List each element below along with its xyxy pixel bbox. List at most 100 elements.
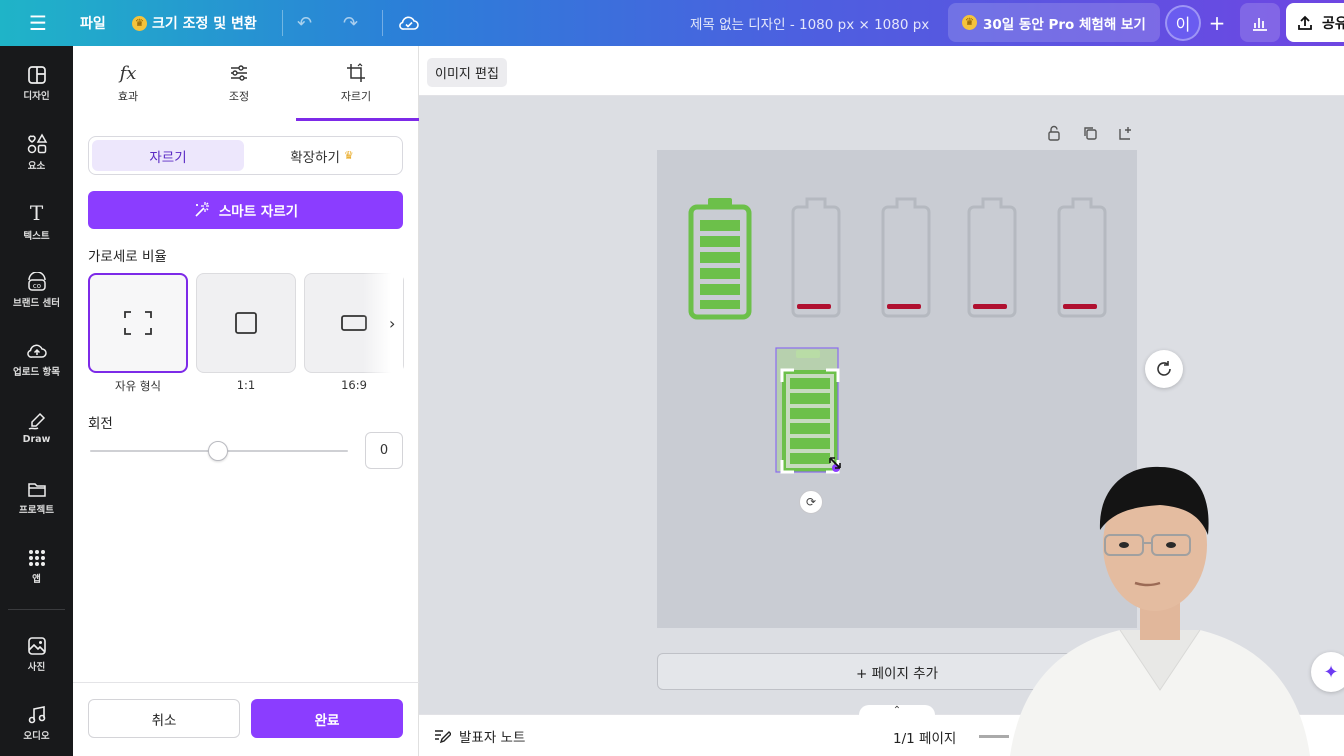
lock-icon[interactable] [1043, 122, 1065, 144]
rail-item-photos[interactable]: 사진 [0, 623, 73, 685]
redo-icon[interactable]: ↷ [343, 12, 359, 34]
tab-label: 자르기 [340, 90, 372, 103]
divider [382, 10, 383, 36]
notes-label: 발표자 노트 [459, 730, 526, 746]
divider [73, 682, 419, 683]
zoom-slider[interactable] [979, 735, 1009, 738]
rail-item-label: 업로드 항목 [12, 366, 60, 378]
rotate-handle-icon[interactable]: ⟳ [799, 490, 823, 514]
crop-panel: fx 효과 조정 자르기 자르기 확장하기 ♛ 스마트 자르기 가로세로 비율 [73, 46, 419, 756]
cloud-upload-icon [26, 344, 47, 358]
crop-mode-button[interactable]: 자르기 [92, 140, 244, 171]
text-icon: T [29, 200, 44, 225]
divider [8, 609, 65, 610]
fx-icon: fx [119, 62, 137, 84]
expand-mode-button[interactable]: 확장하기 ♛ [246, 140, 398, 171]
add-page-icon[interactable] [1115, 122, 1137, 144]
ratio-label: 1:1 [236, 378, 256, 392]
pro-trial-label: 30일 동안 Pro 체험해 보기 [983, 16, 1146, 33]
panel-tabs: fx 효과 조정 자르기 [73, 46, 419, 122]
crop-icon [346, 62, 366, 84]
insights-chart-icon[interactable] [1240, 3, 1280, 42]
rail-item-text[interactable]: T 텍스트 [0, 190, 73, 252]
cloud-saved-icon[interactable] [398, 0, 420, 46]
chevron-up-icon[interactable]: ⌃ [859, 705, 935, 719]
magic-sparkle-icon[interactable]: ✦ [1311, 652, 1344, 692]
pro-trial-button[interactable]: ♛ 30일 동안 Pro 체험해 보기 [948, 3, 1160, 42]
resize-menu-label: 크기 조정 및 변환 [152, 16, 257, 32]
menu-icon[interactable]: ☰ [29, 11, 47, 35]
rail-item-label: 디자인 [23, 90, 50, 102]
divider [282, 10, 283, 36]
share-label: 공유 [1322, 15, 1344, 32]
rotate-value-input[interactable]: 0 [365, 432, 403, 469]
rotate-title: 회전 [88, 416, 113, 432]
chevron-right-icon[interactable]: › [389, 314, 396, 333]
battery-empty-icon[interactable] [1057, 197, 1107, 318]
battery-cropping-image[interactable] [775, 347, 841, 474]
page-count[interactable]: 1/1 페이지 [893, 731, 957, 747]
magic-wand-icon [195, 202, 209, 217]
rail-item-apps[interactable]: 앱 [0, 535, 73, 597]
rail-item-uploads[interactable]: 업로드 항목 [0, 328, 73, 390]
presenter-webcam [1000, 455, 1320, 756]
upload-icon [1298, 15, 1312, 30]
sliders-icon [229, 62, 249, 84]
context-toolbar: 이미지 편집 [419, 46, 1344, 96]
tab-adjust[interactable]: 조정 [184, 46, 294, 120]
freeform-crop-icon [124, 311, 152, 335]
rail-item-label: Draw [22, 434, 51, 445]
editor-area: 이미지 편집 [419, 46, 1344, 756]
resize-menu[interactable]: ♛ 크기 조정 및 변환 [132, 0, 257, 46]
top-bar: ☰ 파일 ♛ 크기 조정 및 변환 ↶ ↷ 제목 없는 디자인 - 1080 p… [0, 0, 1344, 46]
rail-item-audio[interactable]: 오디오 [0, 692, 73, 754]
ratio-1-1[interactable] [196, 273, 296, 373]
add-collaborator-icon[interactable]: + [1208, 11, 1226, 35]
page-tools [1043, 122, 1137, 144]
tab-effects[interactable]: fx 효과 [73, 46, 183, 120]
rail-item-draw[interactable]: Draw [0, 397, 73, 459]
rail-item-elements[interactable]: 요소 [0, 121, 73, 183]
avatar[interactable]: 이 [1165, 5, 1201, 41]
design-page[interactable] [657, 150, 1137, 628]
left-rail: 디자인 요소 T 텍스트 co 브랜드 센터 업로드 항목 Draw 프로젝트 … [0, 46, 73, 756]
share-button[interactable]: 공유 [1286, 3, 1344, 42]
shapes-icon [27, 132, 47, 153]
done-button[interactable]: 완료 [251, 699, 403, 738]
document-title[interactable]: 제목 없는 디자인 - 1080 px × 1080 px [690, 17, 930, 33]
rail-item-projects[interactable]: 프로젝트 [0, 466, 73, 528]
duplicate-icon[interactable] [1079, 122, 1101, 144]
battery-artwork [688, 197, 1107, 474]
comment-refresh-icon[interactable] [1145, 350, 1183, 388]
svg-text:co: co [32, 282, 40, 290]
rail-item-label: 프로젝트 [19, 504, 54, 516]
battery-empty-icon[interactable] [791, 197, 841, 318]
rotate-slider-thumb[interactable] [208, 441, 228, 461]
tab-crop[interactable]: 자르기 [301, 46, 411, 120]
presenter-notes-button[interactable]: 발표자 노트 [433, 726, 525, 746]
crown-icon: ♛ [962, 15, 977, 30]
edit-image-button[interactable]: 이미지 편집 [427, 58, 507, 87]
brand-icon: co [27, 271, 46, 291]
smart-crop-button[interactable]: 스마트 자르기 [88, 191, 403, 229]
music-note-icon [28, 705, 45, 723]
crown-icon: ♛ [132, 15, 147, 31]
ratio-label: 자유 형식 [115, 379, 161, 393]
rail-item-brand[interactable]: co 브랜드 센터 [0, 259, 73, 321]
layout-icon [27, 65, 46, 84]
rail-item-label: 브랜드 센터 [12, 297, 60, 309]
battery-empty-icon[interactable] [881, 197, 931, 318]
crown-icon: ♛ [343, 149, 354, 162]
undo-icon[interactable]: ↶ [297, 12, 313, 34]
cancel-button[interactable]: 취소 [88, 699, 240, 738]
tab-label: 효과 [117, 90, 139, 103]
notes-icon [435, 730, 451, 744]
draw-icon [28, 412, 45, 430]
battery-full-icon[interactable] [688, 198, 752, 320]
ratio-freeform[interactable] [88, 273, 188, 373]
rail-item-design[interactable]: 디자인 [0, 52, 73, 114]
file-menu[interactable]: 파일 [80, 16, 106, 32]
crop-mode-toggle: 자르기 확장하기 ♛ [88, 136, 403, 175]
battery-empty-icon[interactable] [967, 197, 1017, 318]
rail-item-label: 요소 [27, 160, 46, 172]
